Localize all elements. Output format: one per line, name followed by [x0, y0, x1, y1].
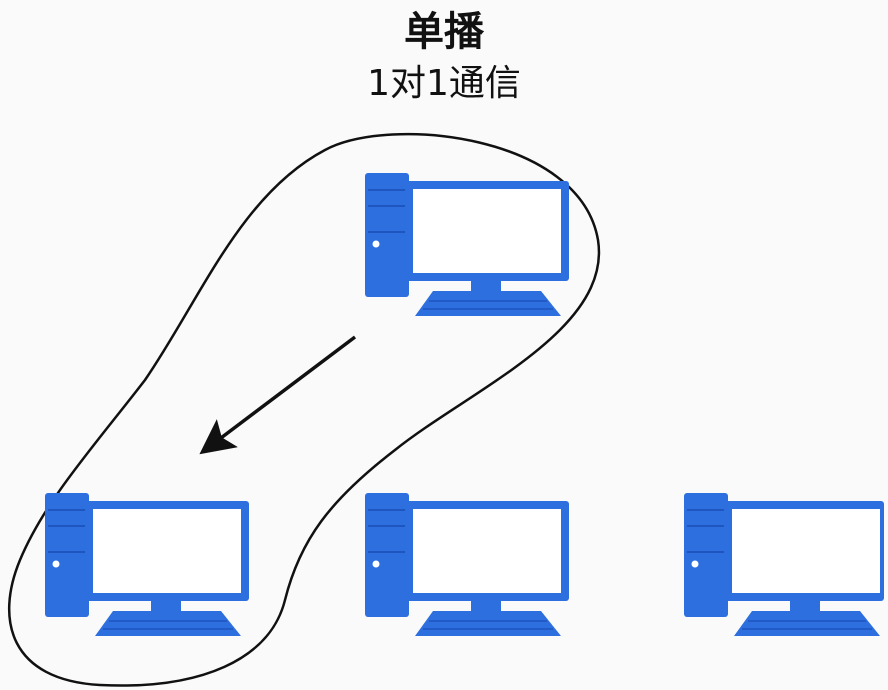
- computer-sender: [365, 173, 569, 316]
- computer-receiver: [45, 493, 249, 636]
- desktop-computer-icon: [684, 493, 884, 636]
- diagram-title: 单播: [404, 9, 484, 55]
- computer-idle-1: [365, 493, 569, 636]
- desktop-computer-icon: [365, 173, 569, 316]
- computer-idle-2: [684, 493, 884, 636]
- unicast-group-outline: [7, 132, 601, 687]
- desktop-computer-icon: [45, 493, 249, 636]
- diagram-subtitle: 1对1通信: [367, 63, 521, 104]
- desktop-computer-icon: [365, 493, 569, 636]
- transmission-arrow: [199, 335, 357, 455]
